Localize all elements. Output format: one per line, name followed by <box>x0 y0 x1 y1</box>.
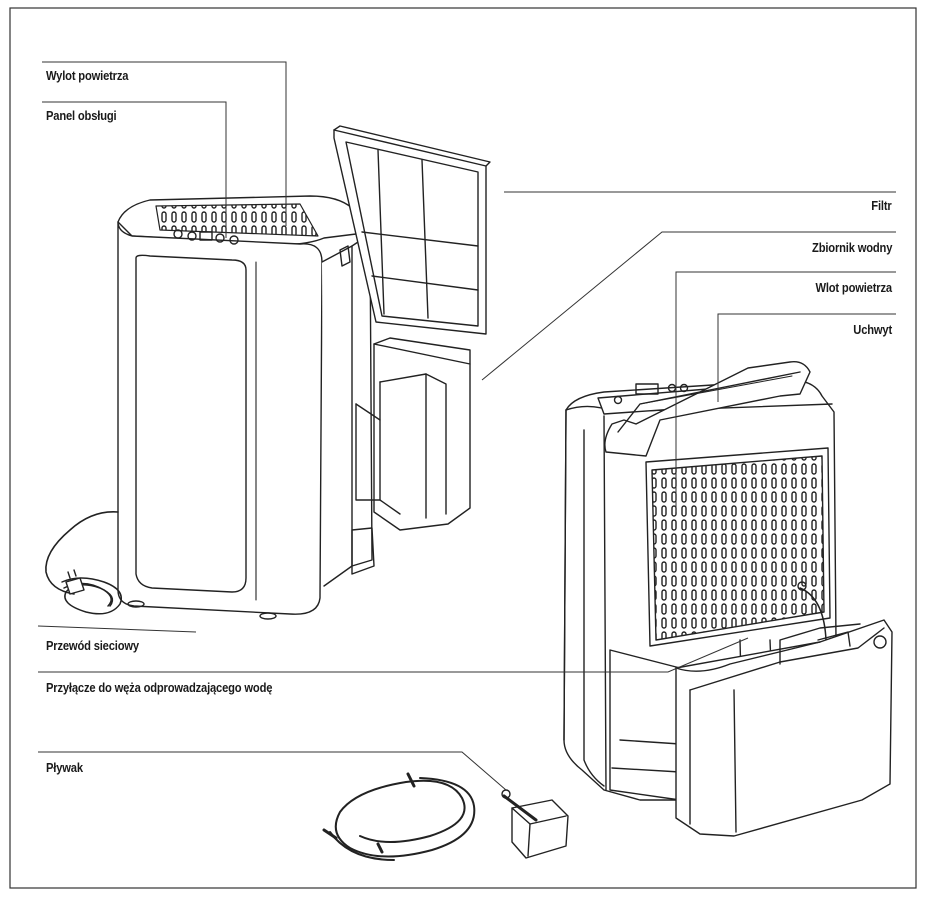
leader-handle <box>717 313 896 402</box>
leader-power-cord <box>37 625 197 633</box>
figure-border <box>9 7 917 889</box>
leader-drain-hose-connector <box>38 637 749 673</box>
drain-hose-illustration <box>322 772 476 861</box>
label-air-outlet: Wylot powietrza <box>46 68 129 83</box>
leader-float <box>38 751 507 791</box>
label-water-tank: Zbiornik wodny <box>811 240 892 255</box>
dehumidifier-back-view <box>563 361 893 837</box>
leader-air-outlet <box>42 61 287 226</box>
leader-air-inlet <box>675 271 896 512</box>
filter-illustration <box>333 125 491 335</box>
leader-lines <box>37 61 896 791</box>
leader-control-panel <box>42 101 227 238</box>
dehumidifier-front-view <box>45 195 375 620</box>
float-illustration <box>501 789 569 859</box>
water-tank-left-illustration <box>355 337 471 531</box>
label-float: Pływak <box>46 760 83 775</box>
label-drain-hose-connector: Przyłącze do węża odprowadzającego wodę <box>46 680 273 695</box>
label-filter: Filtr <box>871 198 892 213</box>
label-power-cord: Przewód sieciowy <box>46 638 139 653</box>
label-control-panel: Panel obsługi <box>46 108 117 123</box>
leader-water-tank <box>481 231 896 381</box>
label-air-inlet: Wlot powietrza <box>815 280 893 295</box>
label-handle: Uchwyt <box>853 322 892 337</box>
